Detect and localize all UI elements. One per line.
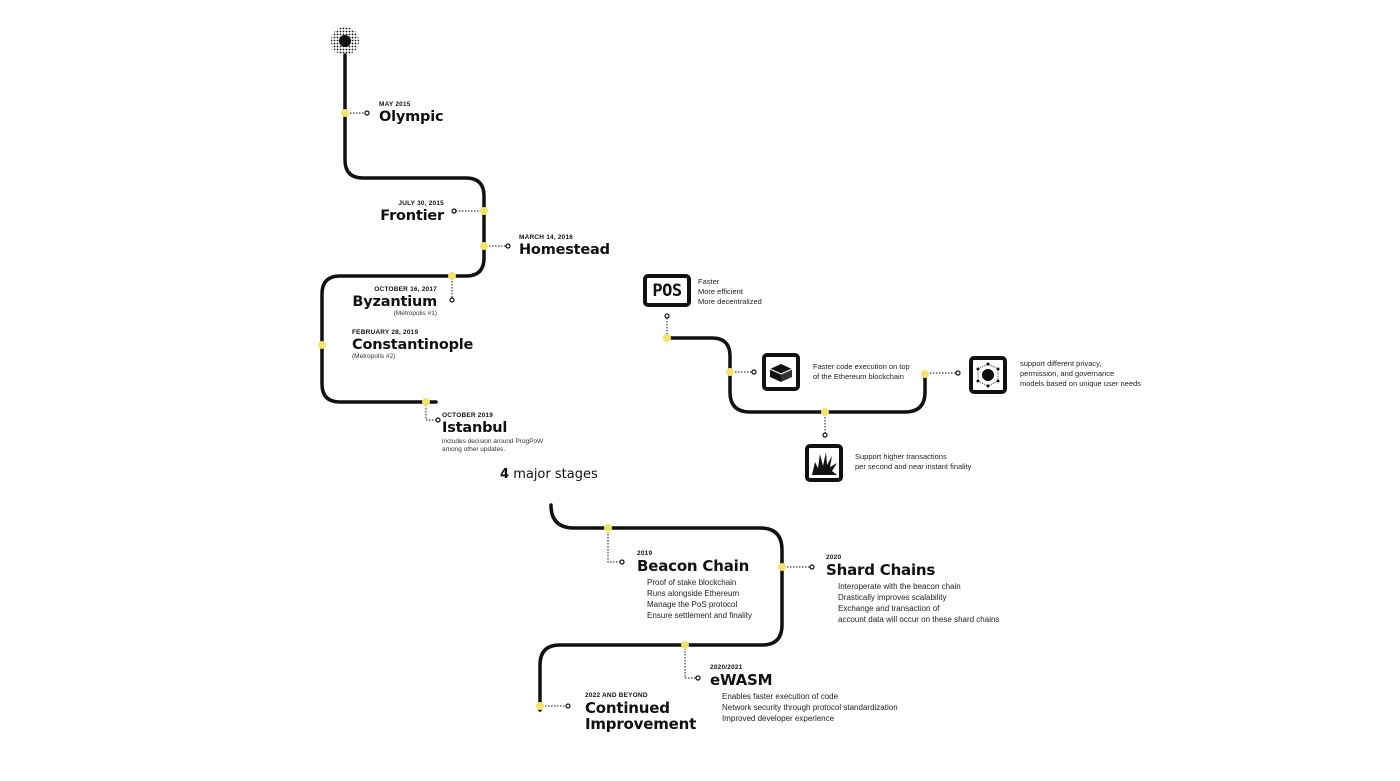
istanbul-name: Istanbul: [442, 420, 508, 436]
block-icon: [762, 353, 800, 391]
continued-name-2: Improvement: [585, 715, 697, 733]
throughput-line-2: per second and near instant finality: [855, 462, 972, 471]
throughput-desc: Support higher transactions per second a…: [855, 452, 971, 472]
execution-desc: Faster code execution on top of the Ethe…: [813, 362, 910, 382]
istanbul-sub-1: includes decision around ProgPoW: [442, 438, 544, 445]
ewasm-line-2: Network security through protocol standa…: [722, 703, 898, 712]
pos-line-2: More efficient: [698, 287, 743, 296]
constantinople-label: FEBRUARY 28, 2019 Constantinople (Metrop…: [352, 329, 473, 361]
pos-line-1: Faster: [698, 277, 720, 286]
execution-line-1: Faster code execution on top: [813, 362, 910, 371]
byzantium-sub: (Metropolis #1): [393, 310, 437, 317]
node-constantinople: [318, 341, 326, 349]
node-frontier: [480, 207, 488, 215]
beacon-line-1: Proof of stake blockchain: [647, 578, 737, 587]
privacy-desc: support different privacy, permission, a…: [1020, 359, 1141, 389]
shard-line-2: Drastically improves scalability: [838, 593, 947, 602]
byzantium-label: OCTOBER 16, 2017 Byzantium (Metropolis #…: [340, 286, 437, 318]
frontier-name: Frontier: [380, 208, 444, 224]
olympic-label: MAY 2015 Olympic: [379, 101, 444, 125]
shard-date: 2020: [826, 554, 842, 561]
beacon-line-2: Runs alongside Ethereum: [647, 589, 740, 598]
olympic-date: MAY 2015: [379, 101, 411, 108]
pos-line-3: More decentralized: [698, 297, 762, 306]
node-continued: [536, 702, 544, 710]
shard-line-3: Exchange and transaction of: [838, 604, 940, 613]
constantinople-name: Constantinople: [352, 337, 474, 353]
istanbul-sub-2: among other updates.: [442, 446, 506, 453]
burst-glyph: [812, 452, 837, 475]
frontier-date: JULY 30, 2015: [398, 200, 444, 207]
node-pos: [663, 334, 671, 342]
shard-label: 2020 Shard Chains Interoperate with the …: [826, 554, 999, 625]
homestead-label: MARCH 14, 2016 Homestead: [519, 234, 610, 258]
beacon-label: 2019 Beacon Chain Proof of stake blockch…: [637, 550, 752, 621]
node-execution: [726, 368, 734, 376]
beacon-line-4: Ensure settlement and finality: [647, 611, 752, 620]
node-istanbul: [422, 398, 430, 406]
continued-name-1: Continued: [585, 699, 670, 717]
privacy-line-2: permission, and governance: [1020, 369, 1115, 378]
ewasm-label: 2020/2021 eWASM Enables faster execution…: [710, 664, 898, 724]
homestead-name: Homestead: [519, 242, 610, 258]
execution-line-2: of the Ethereum blockchain: [813, 372, 904, 381]
block-icon-glyph: [769, 364, 793, 382]
node-ewasm: [681, 641, 689, 649]
constantinople-date: FEBRUARY 28, 2019: [352, 329, 419, 336]
node-privacy: [921, 370, 929, 378]
stages-text: major stages: [513, 467, 598, 482]
node-beacon: [604, 524, 612, 532]
istanbul-date: OCTOBER 2019: [442, 412, 494, 419]
pos-icon: POS: [643, 274, 691, 307]
byzantium-date: OCTOBER 16, 2017: [374, 286, 437, 293]
beacon-date: 2019: [637, 550, 653, 557]
pos-desc: Faster More efficient More decentralized: [698, 277, 762, 307]
olympic-name: Olympic: [379, 109, 444, 125]
node-homestead: [480, 242, 488, 250]
pos-icon-text: POS: [652, 280, 682, 301]
privacy-line-3: models based on unique user needs: [1020, 379, 1141, 388]
eth1-timeline-line: [320, 53, 486, 404]
network-node-glyph: [976, 362, 1000, 388]
continued-date: 2022 and beyond: [585, 692, 648, 699]
byzantium-name: Byzantium: [352, 294, 437, 310]
shard-name: Shard Chains: [826, 561, 936, 579]
features-line: [665, 336, 927, 414]
node-shard: [778, 563, 786, 571]
node-throughput: [821, 408, 829, 416]
istanbul-label: OCTOBER 2019 Istanbul includes decision …: [442, 412, 543, 454]
node-olympic: [341, 109, 349, 117]
ewasm-name: eWASM: [710, 671, 773, 689]
stages-count: 4: [500, 467, 510, 482]
continued-label: 2022 and beyond Continued Improvement: [585, 692, 696, 732]
ewasm-line-3: Improved developer experience: [722, 714, 835, 723]
homestead-date: MARCH 14, 2016: [519, 234, 574, 241]
privacy-line-1: support different privacy,: [1020, 359, 1102, 368]
beacon-line-3: Manage the PoS protocol: [647, 600, 738, 609]
throughput-line-1: Support higher transactions: [855, 452, 947, 461]
stages-heading: 4 major stages: [500, 467, 598, 482]
burst-icon: [805, 444, 843, 482]
shard-line-1: Interoperate with the beacon chain: [838, 582, 961, 591]
node-byzantium: [448, 272, 456, 280]
beacon-name: Beacon Chain: [637, 557, 750, 575]
ewasm-line-1: Enables faster execution of code: [722, 692, 839, 701]
frontier-label: JULY 30, 2015 Frontier: [380, 200, 444, 224]
eth2-timeline-line: [538, 503, 784, 712]
constantinople-sub: (Metropolis #2): [352, 353, 396, 360]
shard-line-4: account data will occur on these shard c…: [838, 615, 1000, 624]
network-node-icon: [969, 356, 1007, 394]
ewasm-date: 2020/2021: [710, 664, 743, 671]
